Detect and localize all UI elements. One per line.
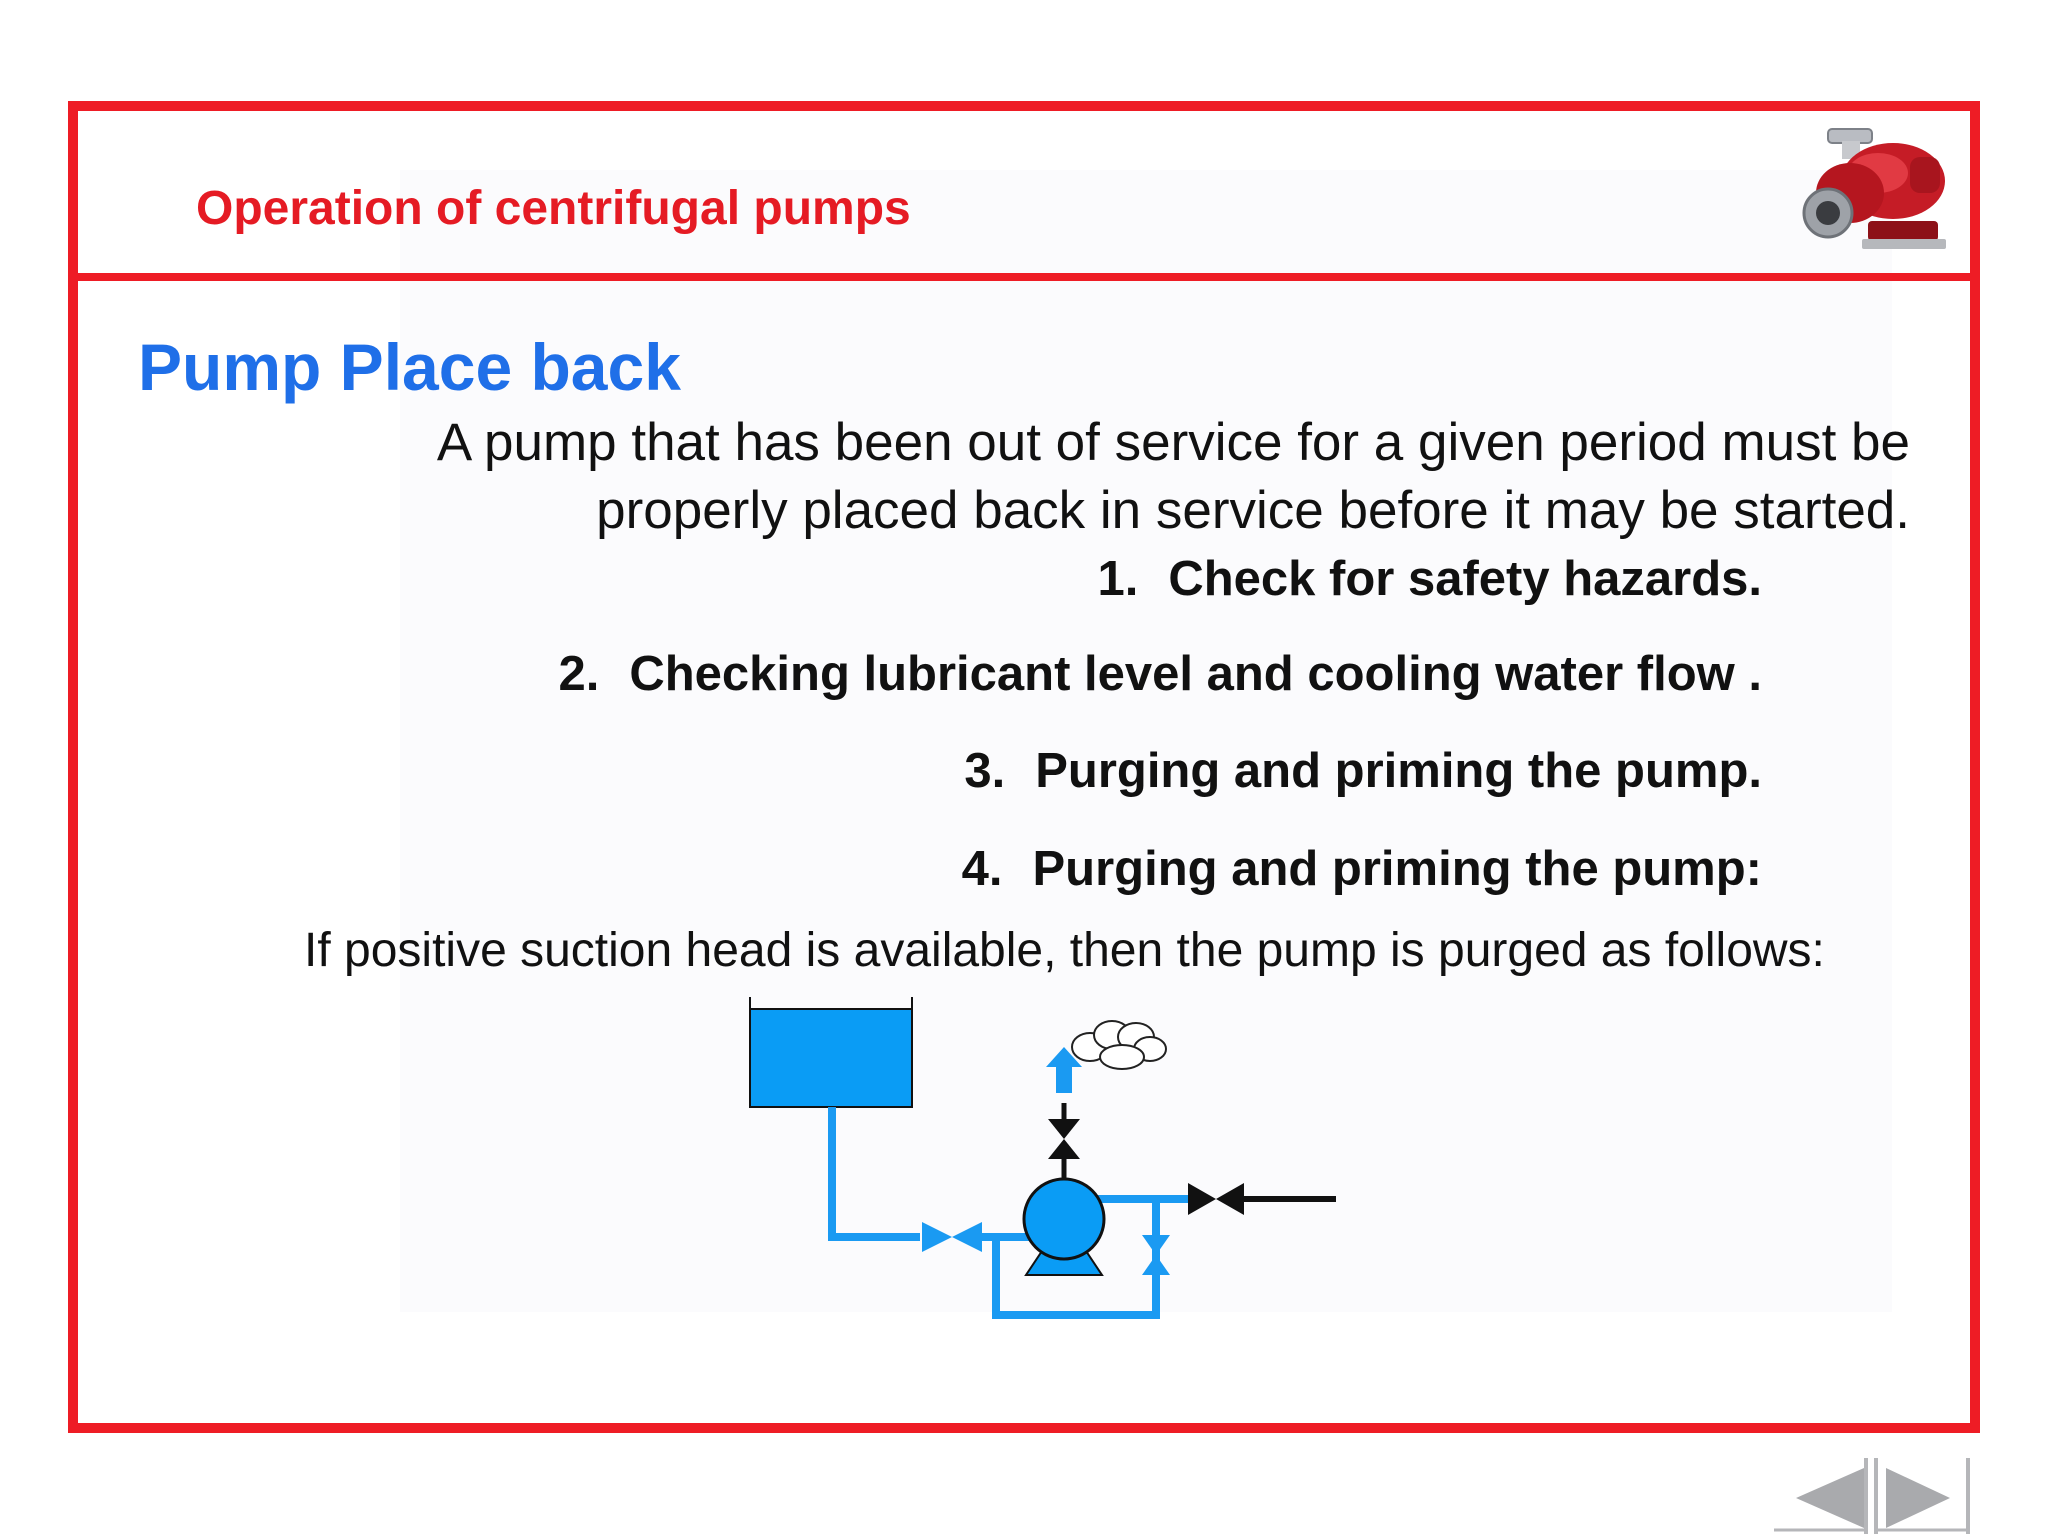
valve-icon [1048,1119,1080,1159]
tank-icon [749,997,913,1108]
header-title: Operation of centrifugal pumps [196,182,911,235]
step-text: Purging and priming the pump: [1032,842,1763,896]
intro-line: A pump that has been out of service for … [436,413,1910,472]
vent-arrow-icon [1046,1047,1082,1093]
step-number: 3. [964,744,1006,798]
step-number: 4. [961,842,1003,896]
step-text: Purging and priming the pump. [1035,744,1762,798]
valve-icon [922,1222,982,1252]
step-item: 1. Check for safety hazards. [1097,551,1762,607]
slide-frame: Operation of centrifugal pumps Pump Plac… [68,101,1980,1433]
vapor-cloud-icon [1071,1020,1167,1070]
step-number: 1. [1097,552,1139,606]
next-arrow-icon[interactable] [1872,1450,1972,1534]
previous-arrow-icon[interactable] [1770,1450,1870,1534]
slide-body-background [400,170,1892,1312]
step-item: 3. Purging and priming the pump. [964,743,1762,799]
valve-icon [1188,1183,1244,1215]
step-text: Checking lubricant level and cooling wat… [629,647,1762,701]
intro-paragraph: A pump that has been out of service for … [270,409,1910,545]
centrifugal-pump-icon [1802,128,1946,249]
step-item: 2. Checking lubricant level and cooling w… [558,646,1762,702]
header-divider [78,273,1970,281]
step-text: Check for safety hazards. [1168,552,1762,606]
step-item: 4. Purging and priming the pump: [962,841,1762,897]
valve-icon [1142,1235,1170,1275]
purging-diagram [749,997,1336,1319]
pump-icon [1022,1177,1106,1276]
intro-line: properly placed back in service before i… [596,481,1910,540]
step-number: 2. [558,647,600,701]
slide-title: Pump Place back [138,330,681,404]
condition-text: If positive suction head is available, t… [304,924,1825,977]
